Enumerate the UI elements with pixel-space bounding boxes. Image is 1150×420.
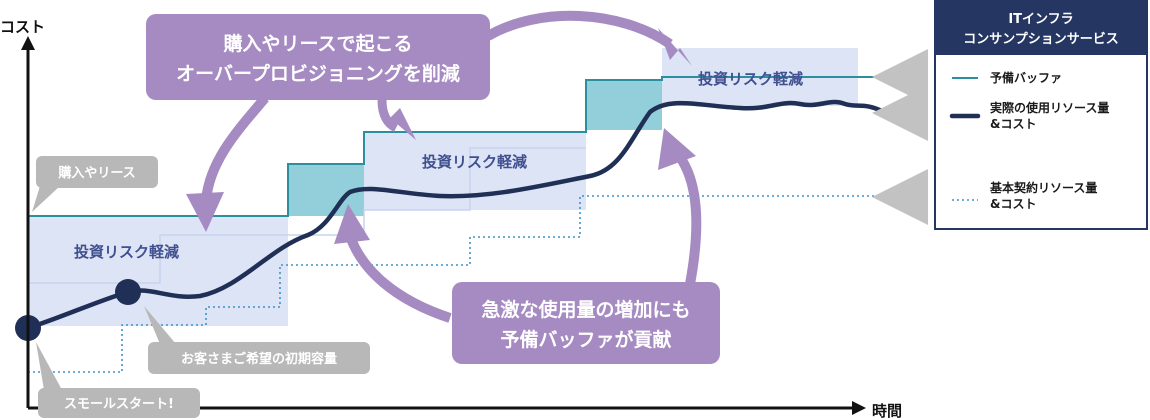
callout-buffer-box <box>452 282 720 364</box>
purple-arrow-to-band-3 <box>485 10 673 49</box>
tag-purchase-lease: 購入やリース <box>57 165 135 181</box>
tag-initial-capacity: お客さまご希望の初期容量 <box>181 351 337 367</box>
tag-small-start-box <box>38 388 200 418</box>
risk-band-2 <box>364 132 586 210</box>
legend-title-line-2: コンサンプションサービス <box>963 31 1119 47</box>
purple-arrowhead-buffer-1 <box>334 204 370 244</box>
tag-purchase-lease-pointer <box>32 186 60 212</box>
legend-title-line-1: ITインフラ <box>1008 12 1073 27</box>
tag-small-start-pointer <box>36 342 62 390</box>
risk-band-1-label: 投資リスク軽減 <box>74 243 179 261</box>
callout-reduce-line-2: オーバープロビジョニングを削減 <box>176 62 460 85</box>
y-axis-arrowhead <box>21 36 35 50</box>
purple-arrow-to-buffer-1 <box>345 234 452 323</box>
tag-initial-capacity-box <box>148 342 370 374</box>
y-axis-label: コスト <box>0 18 45 36</box>
purple-arrowhead-buffer-2 <box>658 128 696 170</box>
purple-arrowhead-band-2 <box>390 108 416 140</box>
risk-band-3-label: 投資リスク軽減 <box>698 70 803 88</box>
legend-label-actual-line-1: 実際の使用リソース量 <box>990 100 1109 115</box>
legend-header <box>935 1 1147 55</box>
tag-initial-capacity-pointer <box>144 306 176 344</box>
callout-buffer-line-2: 予備バッファが貢献 <box>500 328 671 351</box>
purple-arrow-to-band-2 <box>377 99 399 133</box>
initial-capacity-dot <box>115 279 141 305</box>
x-axis-arrowhead <box>852 401 866 415</box>
legend-label-actual-line-2: &コスト <box>990 117 1036 131</box>
callout-reduce-box <box>146 14 490 100</box>
x-axis-label: 時間 <box>872 402 902 420</box>
callout-reduce-line-1: 購入やリースで起こる <box>223 32 412 55</box>
purple-arrowhead-band-3 <box>658 28 692 66</box>
legend-label-buffer: 予備バッファ <box>990 70 1062 85</box>
purple-arrow-to-buffer-2 <box>672 148 702 285</box>
buffer-fill-2 <box>586 80 662 130</box>
legend-label-base-line-1: 基本契約リソース量 <box>989 180 1097 195</box>
legend-label-base-line-2: &コスト <box>990 197 1036 211</box>
tag-purchase-lease-box <box>36 156 158 188</box>
purple-arrowhead-band-1 <box>186 192 224 232</box>
tag-small-start: スモールスタート! <box>64 397 174 412</box>
callout-buffer-line-1: 急激な使用量の増加にも <box>481 298 690 321</box>
purple-arrow-to-band-1 <box>201 94 269 201</box>
actual-usage-line <box>25 99 887 331</box>
risk-band-2-label: 投資リスク軽減 <box>422 153 527 171</box>
